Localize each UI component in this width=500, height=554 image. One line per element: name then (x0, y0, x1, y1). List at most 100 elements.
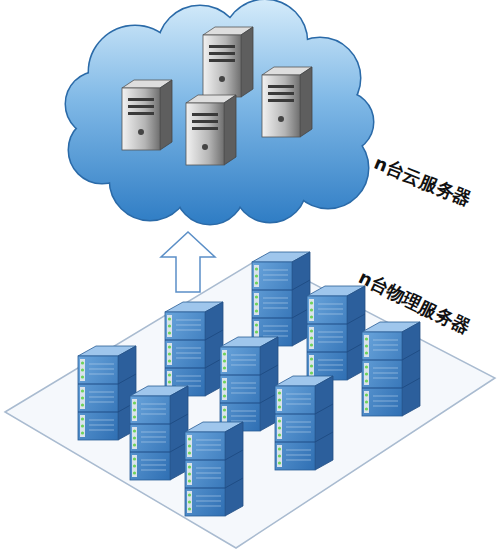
rack-front (165, 312, 205, 396)
rack-front (252, 262, 292, 346)
rack-divider (130, 423, 170, 424)
rack-handle (222, 378, 227, 400)
status-led (81, 368, 84, 371)
tower-front (186, 103, 224, 165)
status-led (310, 329, 313, 332)
status-led (168, 373, 171, 376)
rack-divider (315, 432, 333, 442)
rack-divider (165, 339, 205, 340)
status-led (255, 302, 258, 305)
rack-grille (196, 445, 221, 446)
status-led (188, 493, 191, 496)
status-led (81, 361, 84, 364)
rack-divider (205, 330, 223, 340)
node-label: n台物理服务器 (355, 265, 474, 340)
rack-grille (373, 345, 398, 346)
rack-grille (196, 478, 221, 479)
rack-grille (141, 442, 166, 443)
rack-grille (263, 336, 288, 337)
rack-grille (318, 314, 343, 315)
status-led (365, 365, 368, 368)
cloud-group: n台云服务器 (75, 0, 365, 232)
rack-grille (176, 325, 201, 326)
rack-divider (315, 404, 333, 414)
rack-grille (231, 411, 256, 412)
rack-grille (286, 422, 311, 423)
rack-handle (364, 391, 369, 413)
status-led (310, 308, 313, 311)
server-platform: n台物理服务器 (5, 292, 495, 547)
status-led (365, 393, 368, 396)
rack-grille (196, 496, 221, 497)
tower-button (278, 116, 284, 122)
status-led (81, 403, 84, 406)
status-led (310, 336, 313, 339)
tower-front (203, 35, 241, 97)
status-led (168, 345, 171, 348)
rack-grille (263, 303, 288, 304)
status-led (255, 309, 258, 312)
rack-grille (318, 342, 343, 343)
rack-front (130, 396, 170, 480)
tower-slot (128, 98, 154, 101)
tower-slot (209, 52, 235, 55)
rack-grille (89, 425, 114, 426)
rack-handle (132, 427, 137, 449)
rack-grille (263, 298, 288, 299)
rack-grille (231, 416, 256, 417)
rack-grille (231, 388, 256, 389)
status-led (188, 507, 191, 510)
rack-side (315, 376, 333, 470)
rack-grille (263, 331, 288, 332)
rack-grille (318, 337, 343, 338)
hollow-arrow (161, 232, 215, 292)
rack-grille (373, 396, 398, 397)
rack-grille (373, 378, 398, 379)
status-led (133, 415, 136, 418)
status-led (133, 471, 136, 474)
status-led (310, 357, 313, 360)
rack-handle (187, 435, 192, 457)
rack-grille (176, 320, 201, 321)
rack-divider (292, 280, 310, 290)
rack-grille (263, 326, 288, 327)
rack-handle (277, 445, 282, 467)
tower-button (219, 76, 225, 82)
rack-grille (263, 280, 288, 281)
status-led (278, 391, 281, 394)
rack-grille (231, 360, 256, 361)
status-led (310, 343, 313, 346)
rack-divider (307, 323, 347, 324)
tower-slot (268, 92, 294, 95)
status-led (168, 380, 171, 383)
rack-grille (318, 304, 343, 305)
rack-handle (277, 417, 282, 439)
status-led (365, 344, 368, 347)
tower-button (138, 129, 144, 135)
rack-grille (141, 437, 166, 438)
status-led (223, 366, 226, 369)
rack-handle (187, 463, 192, 485)
rack-grille (286, 432, 311, 433)
rack-divider (402, 350, 420, 360)
rack-divider (78, 383, 118, 384)
status-led (255, 267, 258, 270)
rack-divider (165, 367, 205, 368)
status-led (81, 375, 84, 378)
rack-divider (252, 317, 292, 318)
rack-divider (118, 374, 136, 384)
rack-divider (220, 374, 260, 375)
rack-grille (286, 450, 311, 451)
tower-slot (209, 45, 235, 48)
rack-grille (373, 401, 398, 402)
rack-grille (373, 350, 398, 351)
rack-grille (196, 450, 221, 451)
rack-stack (185, 422, 243, 516)
rack-divider (170, 414, 188, 424)
status-led (365, 372, 368, 375)
rack-stack (275, 376, 333, 470)
status-led (278, 433, 281, 436)
rack-divider (275, 441, 315, 442)
rack-grille (196, 506, 221, 507)
rack-handle (167, 343, 172, 365)
